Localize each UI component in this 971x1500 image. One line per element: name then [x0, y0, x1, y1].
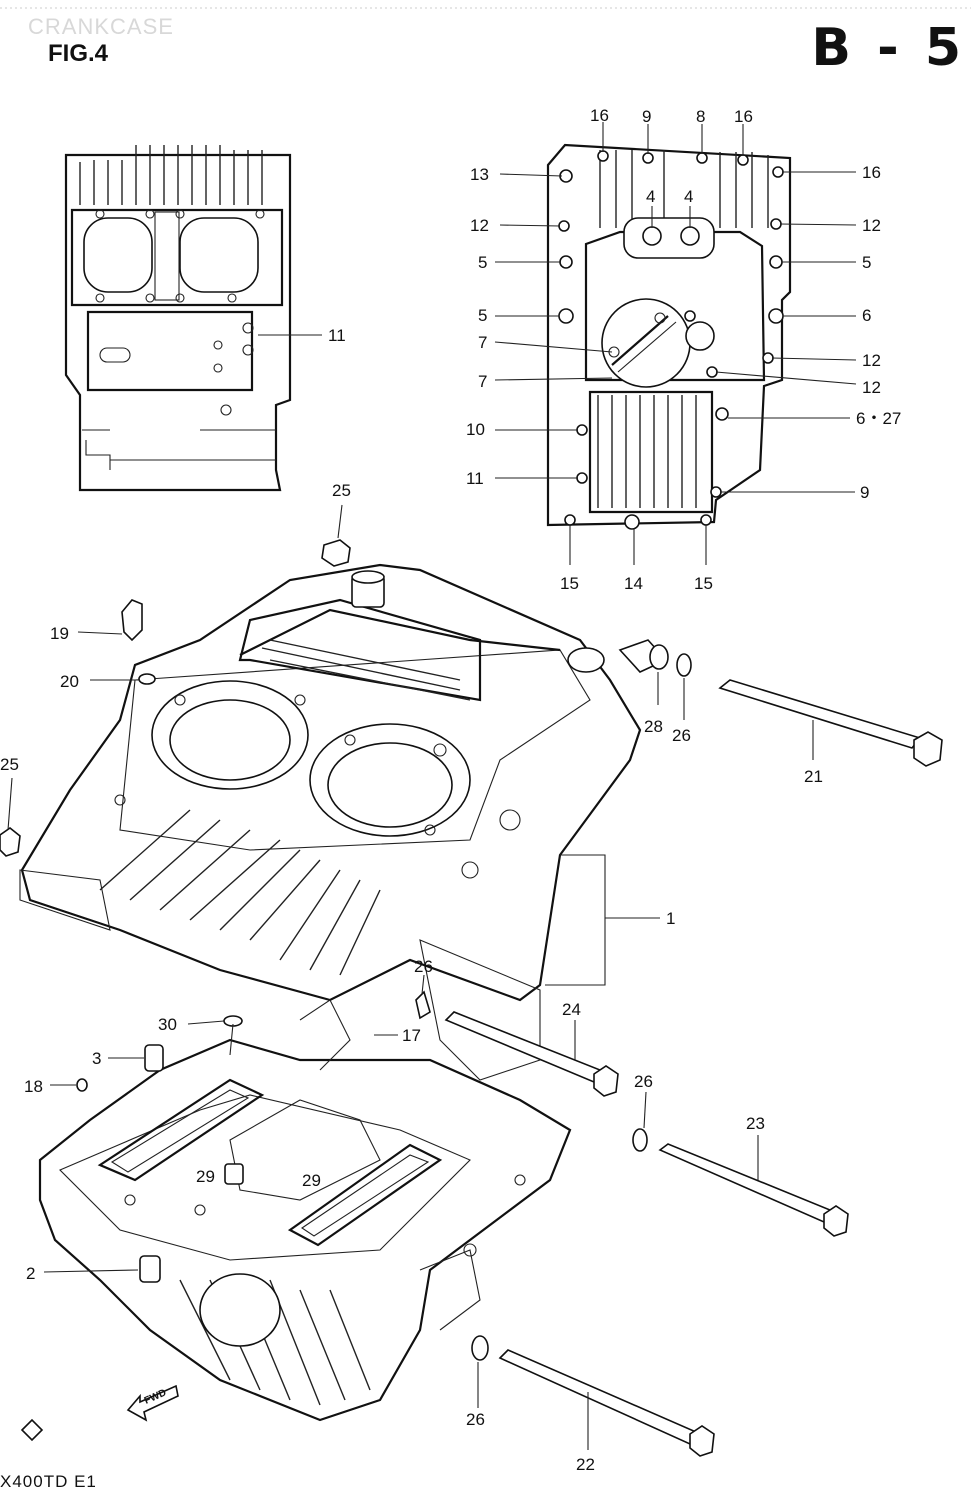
- callout: 9: [642, 107, 651, 126]
- callout: 12: [862, 351, 881, 370]
- callout: 5: [862, 253, 871, 272]
- callout: 30: [158, 1015, 177, 1034]
- upper-crankcase: [19, 563, 642, 1081]
- loose-parts: [0, 539, 943, 1457]
- callout: 12: [862, 216, 881, 235]
- callout: 5: [478, 306, 487, 325]
- main-leader-lines: [7, 504, 814, 1450]
- callout: 13: [470, 165, 489, 184]
- callout: 17: [402, 1026, 421, 1045]
- lower-crankcase-bottom-view: [494, 122, 857, 565]
- callout: 12: [862, 378, 881, 397]
- callout-numbers: 16 9 8 16 13 16 12 12 4 4 5 5 5 6 7 12 7…: [0, 106, 901, 1474]
- callout: 15: [694, 574, 713, 593]
- callout: 28: [644, 717, 663, 736]
- forward-arrow: FWD: [126, 1384, 179, 1422]
- callout: 29: [196, 1167, 215, 1186]
- callout: 19: [50, 624, 69, 643]
- callout: 15: [560, 574, 579, 593]
- callout: 20: [60, 672, 79, 691]
- callout: 26: [672, 726, 691, 745]
- callout: 10: [466, 420, 485, 439]
- callout: 12: [470, 216, 489, 235]
- callout: 16: [734, 107, 753, 126]
- callout: 21: [804, 767, 823, 786]
- callout: 16: [862, 163, 881, 182]
- callout: 2: [26, 1264, 35, 1283]
- upper-crankcase-top-view: [64, 145, 322, 492]
- callout: 5: [478, 253, 487, 272]
- figure-number: FIG.4: [48, 40, 109, 67]
- callout: 14: [624, 574, 643, 593]
- callout: 11: [328, 326, 346, 345]
- callout: 24: [562, 1000, 581, 1019]
- callout: 4: [646, 187, 655, 206]
- callout: 1: [666, 909, 675, 928]
- callout: 7: [478, 333, 487, 352]
- callout: 26: [634, 1072, 653, 1091]
- callout: 26: [466, 1410, 485, 1429]
- callout: 18: [24, 1077, 43, 1096]
- model-code: X400TD E1: [0, 1472, 97, 1491]
- callout: 11: [466, 469, 484, 488]
- callout: 4: [684, 187, 693, 206]
- callout: 25: [332, 481, 351, 500]
- callout: 9: [860, 483, 869, 502]
- section-code: B - 5: [811, 18, 965, 78]
- callout: 16: [590, 106, 609, 125]
- callout: 3: [92, 1049, 101, 1068]
- callout: 22: [576, 1455, 595, 1474]
- diagram-faint-title: CRANKCASE: [28, 14, 174, 39]
- callout: 25: [0, 755, 19, 774]
- callout: 26: [414, 957, 433, 976]
- callout: 6: [862, 306, 871, 325]
- callout: 8: [696, 107, 705, 126]
- callout: 23: [746, 1114, 765, 1133]
- callout: 6・27: [856, 409, 901, 428]
- lower-crankcase: [38, 999, 572, 1422]
- callout: 29: [302, 1171, 321, 1190]
- callout: 7: [478, 372, 487, 391]
